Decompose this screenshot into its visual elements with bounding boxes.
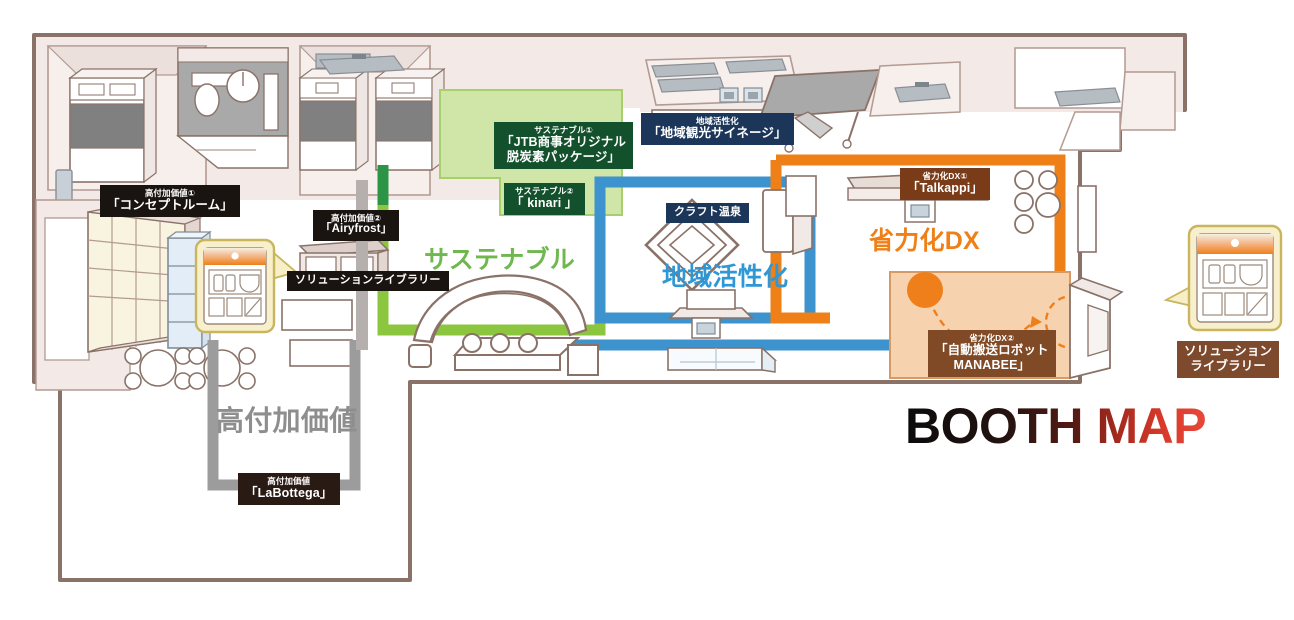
label-concept-room[interactable]: 高付加価値① 「コンセプトルーム」 — [100, 185, 240, 217]
zone-title-sustainable: サステナブル — [424, 246, 576, 274]
label-sustainable-1-main: 「JTB商事オリジナル — [501, 135, 626, 150]
page-title: BOOTH MAP — [905, 398, 1207, 454]
label-talkappi-main: 「Talkappi」 — [907, 181, 984, 196]
kiosk-panel — [762, 175, 817, 256]
label-solution-library-right[interactable]: ソリューション ライブラリー — [1177, 341, 1280, 378]
page-title-word1: BOOTH — [905, 398, 1084, 454]
label-regional-signage-main: 「地域観光サイネージ」 — [648, 126, 787, 141]
zone-title-labor-dx: 省力化DX — [869, 227, 980, 255]
label-manabee-main: 「自動搬送ロボット — [935, 343, 1049, 358]
label-sustainable-2-main: 「 kinari 」 — [511, 196, 578, 211]
label-solution-library-right-line2: ライブラリー — [1190, 358, 1266, 373]
zone-title-regional: 地域活性化 — [662, 263, 789, 291]
label-regional-signage-sub: 地域活性化 — [695, 116, 739, 126]
label-concept-room-sub: 高付加価値① — [144, 188, 196, 198]
label-regional-signage[interactable]: 地域活性化 「地域観光サイネージ」 — [641, 113, 794, 145]
device-callout-right[interactable] — [1163, 224, 1283, 332]
label-talkappi[interactable]: 省力化DX① 「Talkappi」 — [900, 168, 991, 200]
furniture-cabinets — [281, 299, 353, 367]
label-labottega-sub: 高付加価値 — [267, 476, 311, 486]
label-manabee-main2: MANABEE」 — [953, 357, 1031, 372]
label-craft-onsen[interactable]: クラフト温泉 — [666, 203, 750, 223]
label-airyfrost[interactable]: 高付加価値② 「Airyfrost」 — [313, 210, 400, 241]
dx-room-door — [1068, 185, 1124, 380]
label-sustainable-1[interactable]: サステナブル① 「JTB商事オリジナル 脱炭素パッケージ」 — [494, 122, 633, 169]
label-sustainable-1-sub: サステナブル① — [534, 125, 593, 135]
label-airyfrost-sub: 高付加価値② — [330, 213, 382, 223]
label-airyfrost-main: 「Airyfrost」 — [320, 223, 393, 236]
label-sustainable-2[interactable]: サステナブル② 「 kinari 」 — [504, 183, 585, 215]
label-labottega-main: 「LaBottega」 — [245, 486, 333, 501]
label-sustainable-1-main2: 脱炭素パッケージ」 — [506, 149, 621, 164]
page-title-word2: MAP — [1096, 398, 1207, 454]
angled-display-table — [758, 61, 961, 153]
round-tables-chairs — [124, 347, 256, 390]
pillar — [356, 180, 368, 350]
curved-counter — [408, 274, 599, 376]
label-labottega[interactable]: 高付加価値 「LaBottega」 — [238, 473, 340, 505]
top-right-rooms — [1014, 47, 1176, 151]
reception-desk-center — [668, 289, 754, 339]
label-talkappi-sub: 省力化DX① — [922, 171, 968, 181]
label-solution-library-left[interactable]: ソリューションライブラリー — [287, 271, 449, 291]
label-sustainable-2-sub: サステナブル② — [514, 186, 574, 196]
label-manabee-sub: 省力化DX② — [969, 333, 1015, 343]
label-manabee[interactable]: 省力化DX② 「自動搬送ロボット MANABEE」 — [928, 330, 1056, 377]
display-case — [665, 346, 778, 373]
label-solution-library-right-line1: ソリューション — [1184, 344, 1273, 358]
zone-title-high-value: 高付加価値 — [216, 405, 358, 436]
hotel-room-block-left — [36, 37, 1183, 207]
label-concept-room-main: 「コンセプトルーム」 — [107, 198, 233, 213]
device-callout-left[interactable] — [194, 238, 298, 334]
robot-marker — [907, 272, 943, 308]
